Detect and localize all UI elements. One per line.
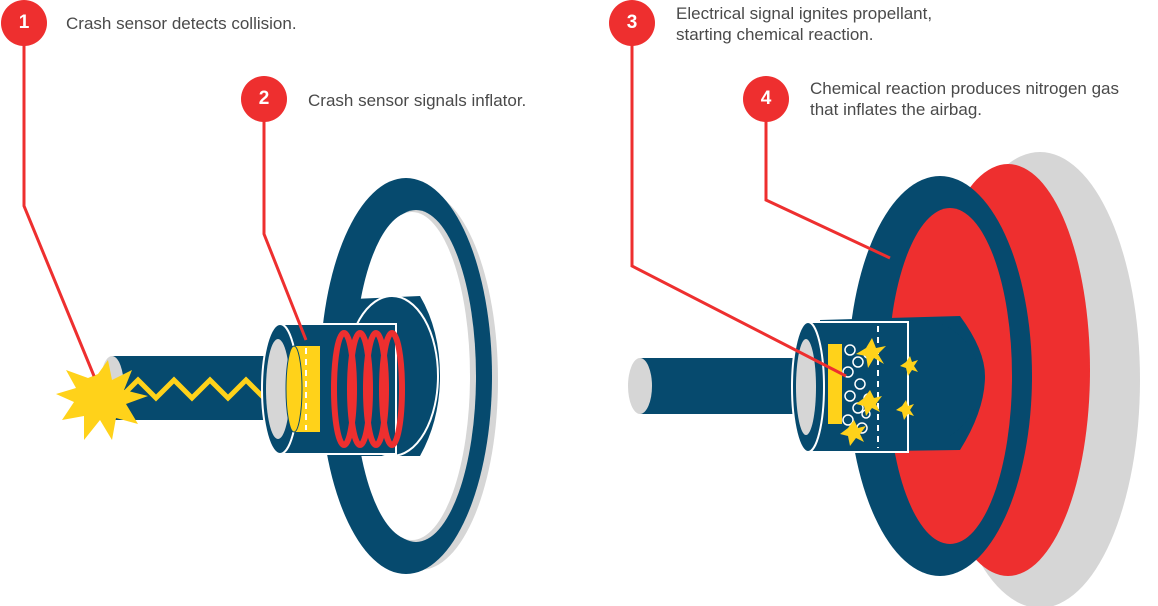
right-steering-column bbox=[628, 358, 800, 414]
step-text-4: Chemical reaction produces nitrogen gas … bbox=[810, 78, 1119, 120]
step-1-line-1: Crash sensor detects collision. bbox=[66, 14, 297, 33]
spark-icon bbox=[856, 390, 882, 416]
spark-icon bbox=[856, 338, 886, 368]
callout-lines bbox=[22, 40, 891, 378]
step-badge-1: 1 bbox=[1, 0, 47, 46]
left-assembly bbox=[56, 178, 498, 574]
right-inflator bbox=[791, 321, 918, 453]
left-electrical-signal bbox=[118, 376, 282, 402]
step-4-line-1: Chemical reaction produces nitrogen gas bbox=[810, 79, 1120, 98]
spark-icon bbox=[840, 420, 866, 446]
step-4-line-2: that inflates the airbag. bbox=[810, 100, 983, 119]
step-text-3: Electrical signal ignites propellant, st… bbox=[676, 3, 932, 45]
step-text-2: Crash sensor signals inflator. bbox=[308, 90, 526, 111]
step-text-1: Crash sensor detects collision. bbox=[66, 13, 297, 34]
callout-line-1 bbox=[22, 40, 96, 377]
step-2-line-1: Crash sensor signals inflator. bbox=[308, 91, 527, 110]
step-badge-2: 2 bbox=[241, 76, 287, 122]
collision-burst-icon bbox=[56, 360, 148, 440]
step-3-line-2: starting chemical reaction. bbox=[676, 25, 874, 44]
right-assembly bbox=[628, 152, 1140, 606]
callout-line-4 bbox=[764, 120, 891, 260]
callout-line-2 bbox=[262, 120, 308, 341]
step-badge-3: 3 bbox=[609, 0, 655, 46]
left-steering-wheel bbox=[320, 178, 498, 574]
spark-icon bbox=[900, 356, 918, 376]
callout-line-3 bbox=[630, 42, 847, 378]
left-inflator bbox=[261, 323, 405, 455]
step-3-line-1: Electrical signal ignites propellant, bbox=[676, 4, 933, 23]
step-badge-4: 4 bbox=[743, 76, 789, 122]
right-steering-wheel bbox=[820, 176, 1032, 576]
spark-icon bbox=[896, 400, 914, 420]
